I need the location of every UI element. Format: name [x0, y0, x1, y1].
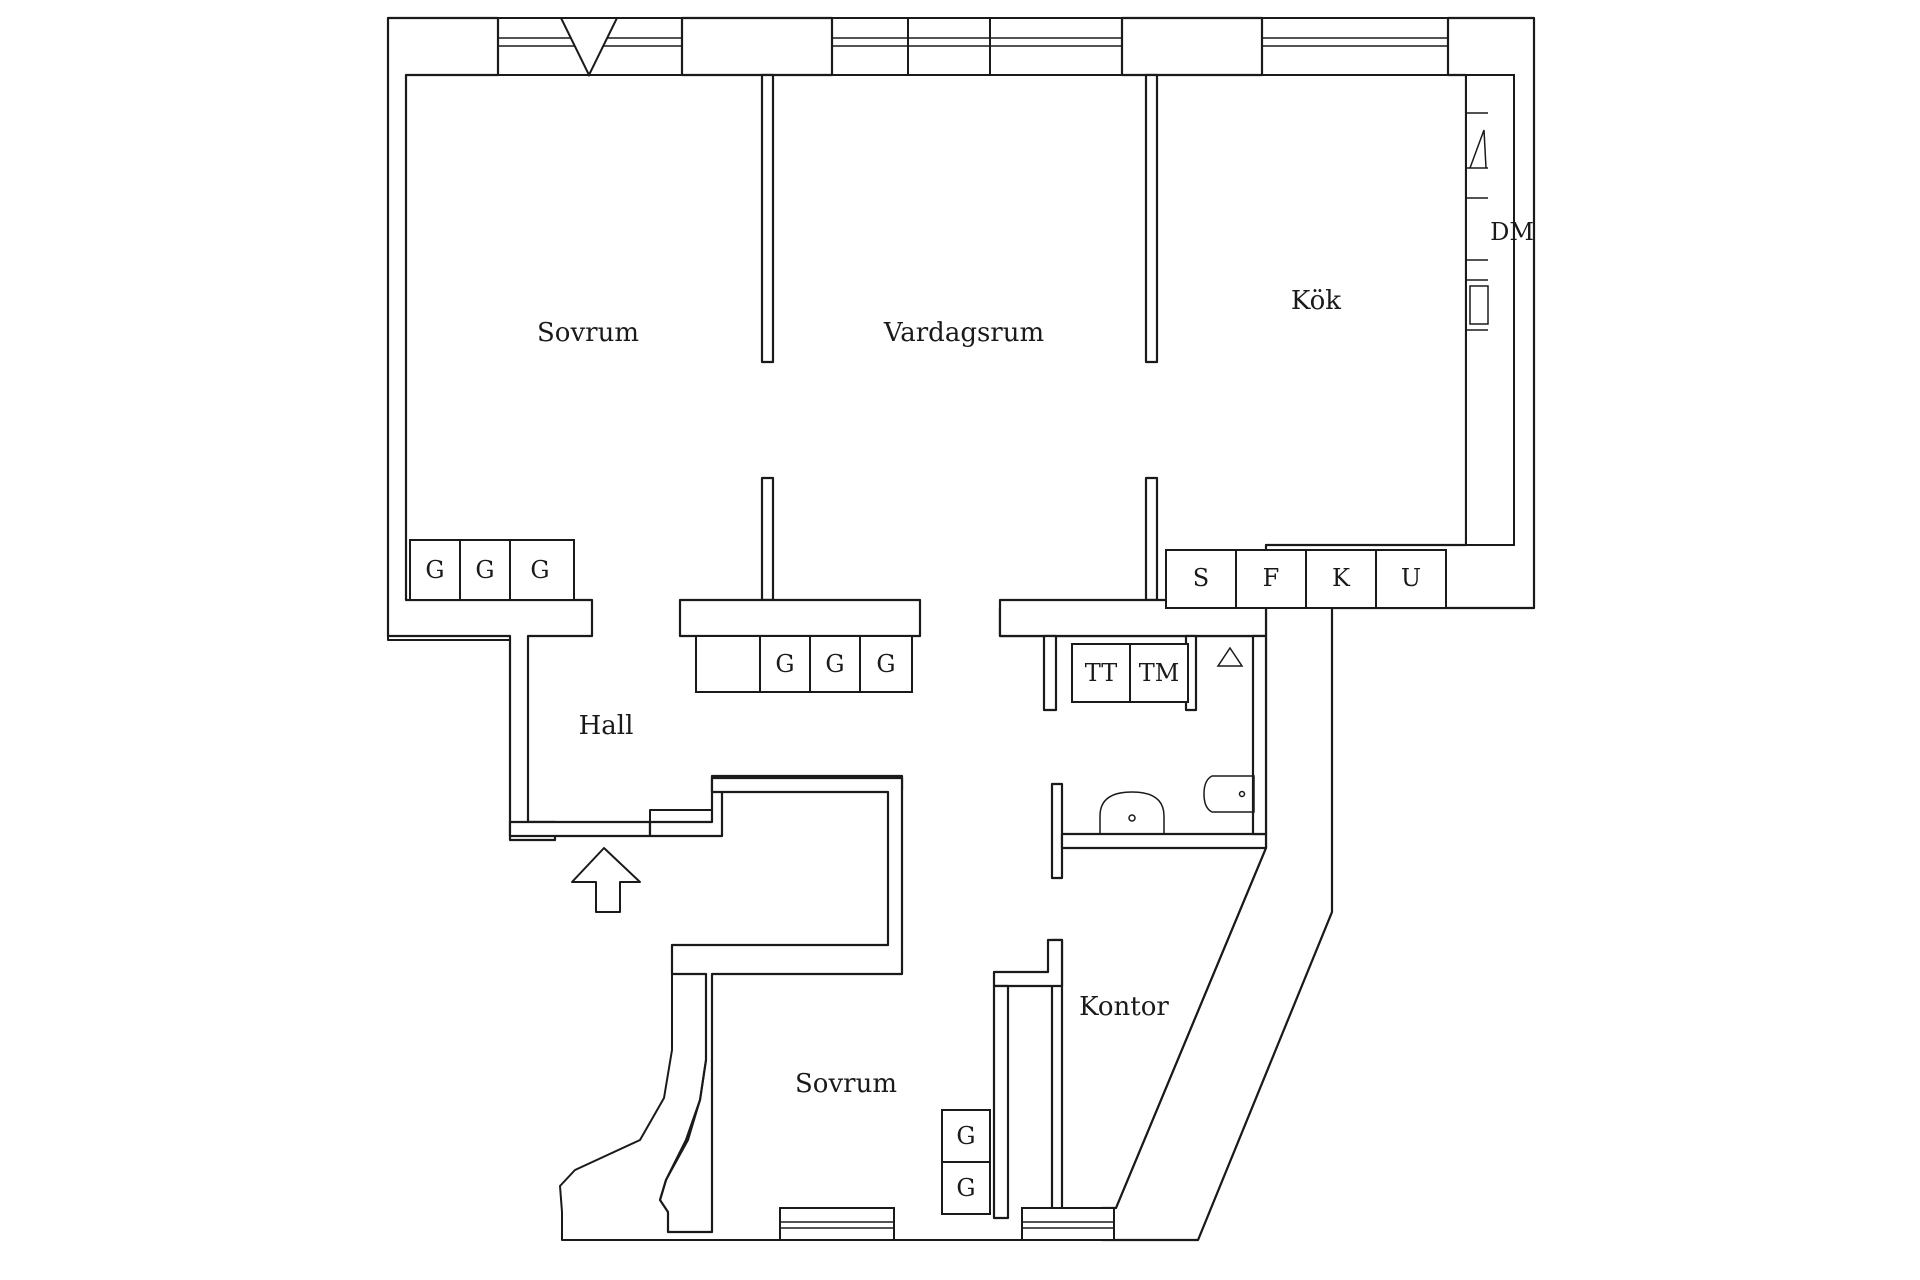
room-living-room: Vardagsrum — [883, 318, 1044, 348]
wardrobe-2-label: G — [475, 556, 494, 584]
wardrobe-5-label: G — [825, 650, 844, 678]
wardrobe-2 — [459, 539, 511, 601]
wardrobe-1-label: G — [425, 556, 444, 584]
stove-label: S — [1193, 564, 1209, 592]
oven — [1375, 549, 1447, 609]
washer-label: TM — [1139, 659, 1180, 687]
dryer-label: TT — [1085, 659, 1117, 687]
room-bedroom-1: Sovrum — [537, 318, 639, 348]
cooler-label: K — [1332, 564, 1351, 592]
washer — [1129, 643, 1189, 703]
wardrobes-hall: G G G — [695, 635, 913, 693]
wardrobe-7 — [941, 1109, 991, 1163]
wardrobe-8-label: G — [956, 1174, 975, 1202]
cooler — [1305, 549, 1377, 609]
room-labels: Sovrum Vardagsrum Kök Hall Kontor Sovrum — [537, 286, 1341, 1099]
wardrobe-6-label: G — [876, 650, 895, 678]
wardrobes-bedroom-1: G G G — [409, 539, 575, 601]
outer-walls — [386, 16, 1536, 1242]
room-bedroom-2: Sovrum — [795, 1069, 897, 1099]
room-hall: Hall — [579, 711, 634, 741]
kitchen-counter — [1465, 74, 1515, 546]
entrance-arrow-icon — [571, 847, 641, 913]
kitchen-appliances: S F K U DM — [1165, 218, 1534, 609]
wardrobe-7-label: G — [956, 1122, 975, 1150]
room-office: Kontor — [1079, 992, 1169, 1022]
wardrobe-6 — [859, 635, 913, 693]
vent-icon — [1216, 646, 1244, 667]
dishwasher-label: DM — [1490, 218, 1534, 246]
bathroom-fixtures — [1099, 775, 1255, 835]
top-windows — [497, 17, 1449, 78]
lower-walls — [658, 776, 1064, 1234]
wardrobe-8 — [941, 1161, 991, 1215]
toilet-icon — [1203, 775, 1255, 813]
wardrobe-3 — [509, 539, 575, 601]
bathroom-walls — [1042, 634, 1268, 880]
oven-label: U — [1401, 564, 1421, 592]
fridge-label: F — [1263, 564, 1280, 592]
sink-icon — [1099, 791, 1165, 835]
wardrobe-3-label: G — [530, 556, 549, 584]
wardrobe-4 — [759, 635, 811, 693]
wardrobe-5 — [809, 635, 861, 693]
room-kitchen: Kök — [1291, 286, 1341, 316]
dryer — [1071, 643, 1131, 703]
wardrobes-bedroom-2: G G — [941, 1109, 991, 1215]
bottom-windows — [779, 1207, 1115, 1241]
stove — [1165, 549, 1237, 609]
wardrobe-4-label: G — [775, 650, 794, 678]
laundry: TT TM — [1071, 643, 1244, 703]
